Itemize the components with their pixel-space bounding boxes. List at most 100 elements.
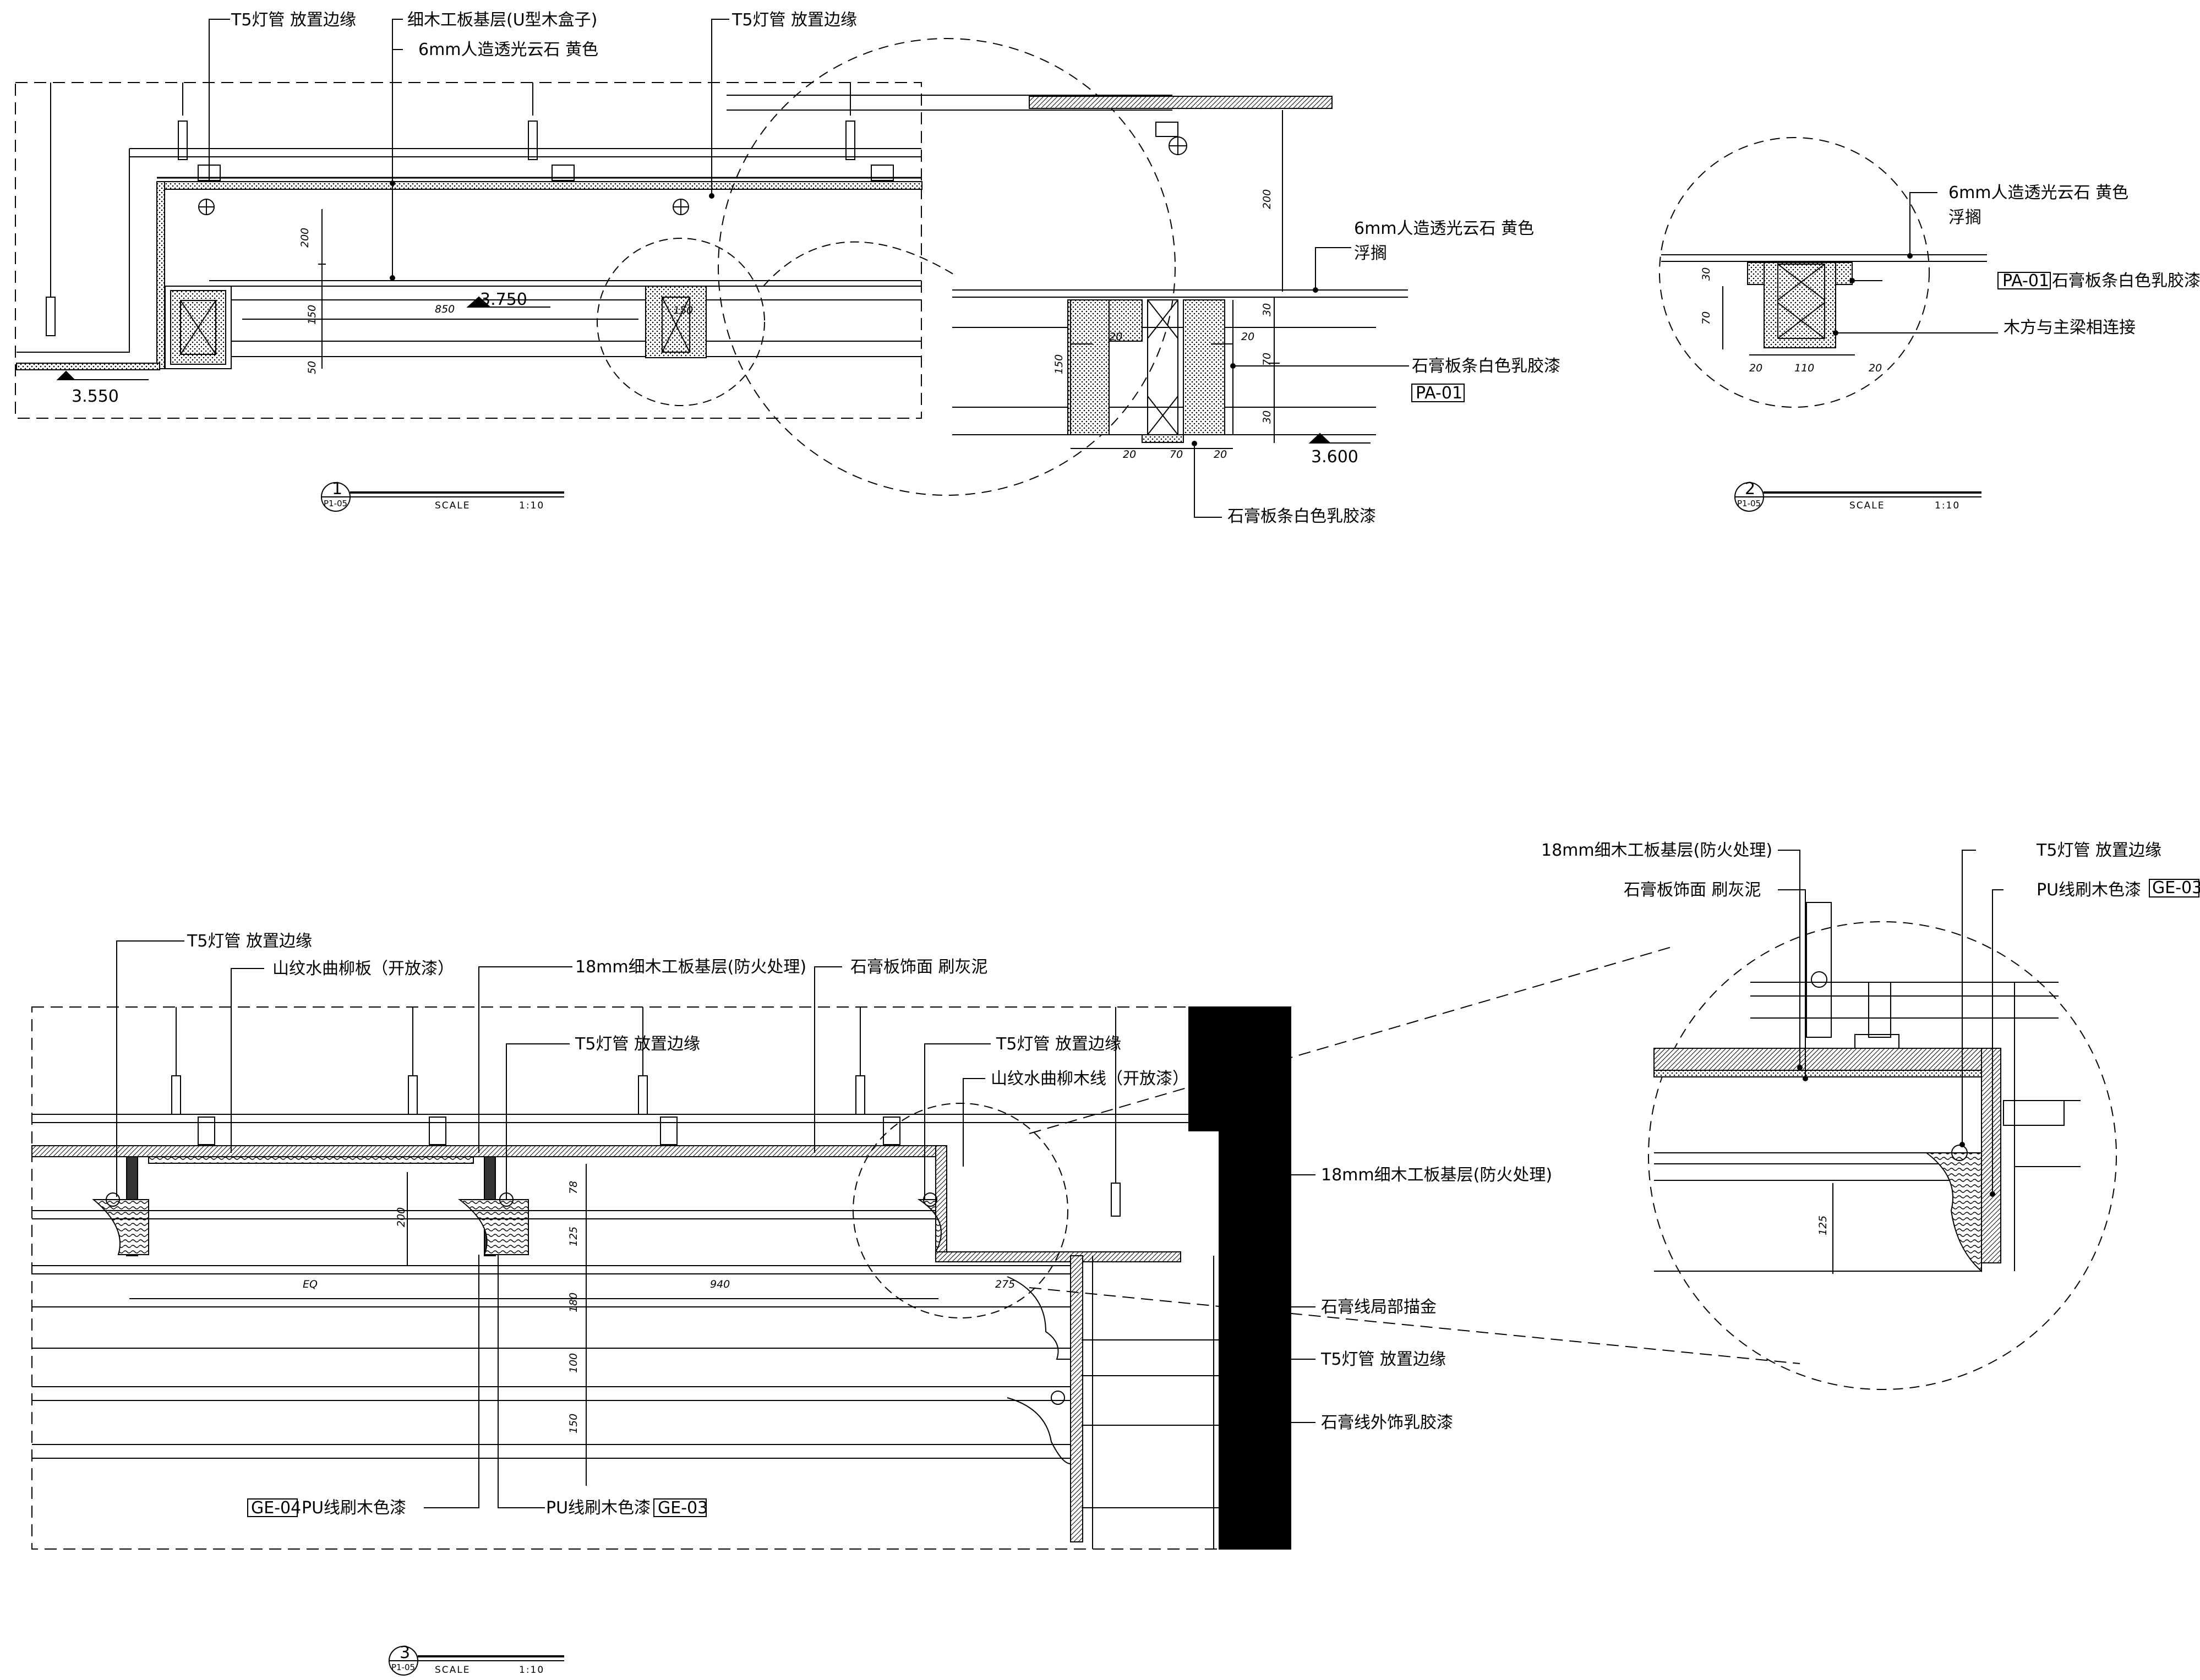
zoom1-dim-150: 150 — [1053, 354, 1065, 374]
dim-center-150: 150 — [673, 304, 693, 316]
zoom1-dim-20c: 20 — [1241, 331, 1254, 343]
zoom1-dim-70b: 70 — [1170, 448, 1183, 461]
zoom3-label-t5: T5灯管 放置边缘 — [2036, 841, 2161, 860]
detail-3-zoom — [1648, 850, 2199, 1390]
d3-dim-940: 940 — [710, 1278, 730, 1290]
d2-label-stone-sub: 浮搁 — [1948, 208, 1981, 227]
stone-panel-top — [156, 181, 922, 190]
elevation-mid: 3.750 — [480, 290, 527, 309]
label-stone: 6mm人造透光云石 黄色 — [418, 40, 598, 59]
detail-1-number: 1 — [332, 479, 342, 499]
d3-dim-78: 78 — [567, 1181, 580, 1194]
zoom1-label-stone: 6mm人造透光云石 黄色 — [1354, 219, 1534, 238]
zoom-circle-3 — [1648, 921, 2117, 1390]
zoom1-dim-20b: 20 — [1123, 448, 1136, 461]
d3-hanger-rods — [171, 1007, 1121, 1217]
zoom-circle-2 — [1659, 137, 1930, 408]
dim-200: 200 — [299, 228, 311, 248]
d2-gypsum-code: PA-01 — [2002, 271, 2049, 291]
detail-2-title — [1734, 482, 1981, 512]
detail-1-labels: T5灯管 放置边缘 细木工板基层(U型木盒子) 6mm人造透光云石 黄色 T5灯… — [72, 10, 857, 406]
d3-label-pu-right: PU线刷木色漆 — [546, 1498, 651, 1518]
zoom1-label-gypsum-bottom: 石膏板条白色乳胶漆 — [1227, 507, 1376, 526]
zoom3-dim-125: 125 — [1817, 1216, 1829, 1235]
detail-2-labels: 6mm人造透光云石 黄色 浮搁 PA-01 石膏板条白色乳胶漆 木方与主梁相连接… — [1700, 183, 2200, 374]
detail-1-scale-label: SCALE — [435, 500, 471, 511]
zoom3-label-board18: 18mm细木工板基层(防火处理) — [1541, 841, 1772, 860]
d2-dim-20a: 20 — [1749, 362, 1762, 374]
u-wood-box — [165, 286, 232, 369]
detail-2-number: 2 — [1745, 479, 1755, 499]
detail-3 — [31, 940, 1800, 1550]
zoom3-board — [1653, 1048, 1990, 1071]
hanger-rods — [46, 83, 894, 336]
detail-1-frame — [15, 82, 922, 419]
zoom1-dim-200: 200 — [1261, 189, 1273, 209]
detail-3-title — [389, 1646, 564, 1676]
zoom1-gypsum-code: PA-01 — [1416, 384, 1462, 403]
d3-label-t5-b: T5灯管 放置边缘 — [575, 1035, 700, 1054]
d3-dim-150: 150 — [567, 1414, 580, 1433]
d3-label-board18: 18mm细木工板基层(防火处理) — [575, 957, 806, 977]
detail-3-scale-label: SCALE — [435, 1665, 471, 1676]
zoom1-dim-70: 70 — [1261, 353, 1273, 366]
detail-1-scale-value: 1:10 — [519, 500, 544, 511]
zoom-circle-1 — [718, 38, 1176, 496]
detail-1-zoom-labels: 6mm人造透光云石 黄色 浮搁 石膏板条白色乳胶漆 PA-01 石膏板条白色乳胶… — [1053, 189, 1560, 526]
d3-dim-125: 125 — [567, 1227, 580, 1246]
zoom1-dim-20d: 20 — [1214, 448, 1227, 461]
d3-label-t5-c: T5灯管 放置边缘 — [996, 1035, 1121, 1054]
dim-850: 850 — [435, 303, 455, 315]
label-board: 细木工板基层(U型木盒子) — [407, 10, 597, 30]
elevation-left: 3.550 — [72, 387, 119, 406]
d3-label-board18-b: 18mm细木工板基层(防火处理) — [1321, 1165, 1552, 1185]
d2-label-stone: 6mm人造透光云石 黄色 — [1948, 183, 2128, 203]
d3-pu-left-code: GE-04 — [251, 1498, 301, 1518]
wall-section — [1188, 1006, 1291, 1550]
detail-2-scale-label: SCALE — [1849, 500, 1885, 511]
detail-3-zoom-labels: 18mm细木工板基层(防火处理) 石膏板饰面 刷灰泥 T5灯管 放置边缘 PU线… — [1541, 841, 2200, 1235]
detail-3-number: 3 — [400, 1643, 410, 1662]
detail-1 — [15, 19, 956, 419]
detail-3-sheet: P1-05 — [391, 1662, 415, 1672]
d3-dim-275: 275 — [995, 1278, 1015, 1290]
detail-3-scale-value: 1:10 — [519, 1665, 544, 1676]
label-t5-right: T5灯管 放置边缘 — [731, 10, 857, 30]
label-t5-left: T5灯管 放置边缘 — [231, 10, 356, 30]
zoom1-elevation: 3.600 — [1311, 447, 1358, 467]
board-18mm — [31, 1145, 941, 1157]
zoom3-label-gypsum-face: 石膏板饰面 刷灰泥 — [1624, 880, 1761, 900]
zoom1-dim-30a: 30 — [1261, 303, 1273, 316]
d3-pu-right-code: GE-03 — [658, 1498, 708, 1518]
zoom1-dim-30b: 30 — [1261, 411, 1273, 424]
d3-dim-eq: EQ — [303, 1278, 318, 1290]
zoom3-label-pu: PU线刷木色漆 — [2037, 880, 2141, 900]
d2-dim-30: 30 — [1700, 267, 1712, 281]
d2-label-wood: 木方与主梁相连接 — [2004, 318, 2136, 337]
callout-circle-3 — [853, 1103, 1068, 1318]
detail-2 — [1659, 137, 2051, 408]
t5-lamp-icons — [198, 199, 689, 215]
d3-label-pu-left: PU线刷木色漆 — [302, 1498, 406, 1518]
detail-1-title — [321, 482, 564, 512]
d2-dim-70: 70 — [1700, 311, 1712, 325]
zoom3-pu-code: GE-03 — [2152, 878, 2200, 898]
zoom1-label-gypsum: 石膏板条白色乳胶漆 — [1412, 357, 1560, 376]
detail-1-zoom — [718, 38, 1465, 518]
d2-dim-20b: 20 — [1869, 362, 1882, 374]
detail-1-sheet: P1-05 — [324, 499, 347, 508]
d2-dim-110: 110 — [1794, 362, 1814, 374]
d3-label-gypsum-latex: 石膏线外饰乳胶漆 — [1321, 1413, 1453, 1432]
zoom1-label-stone-sub: 浮搁 — [1354, 244, 1387, 263]
detail-2-sheet: P1-05 — [1737, 499, 1761, 508]
d3-label-veneer-line: 山纹水曲柳木线（开放漆） — [991, 1069, 1189, 1088]
d3-label-t5-a: T5灯管 放置边缘 — [187, 932, 312, 951]
zoom1-dim-20: 20 — [1109, 331, 1122, 343]
dim-50: 50 — [306, 361, 318, 374]
d3-dim-180: 180 — [567, 1293, 580, 1312]
d3-label-veneer: 山纹水曲柳板（开放漆） — [272, 959, 454, 978]
detail-3-labels: T5灯管 放置边缘 山纹水曲柳板（开放漆） 18mm细木工板基层(防火处理) 石… — [187, 932, 1552, 1518]
d3-label-gypsum-gold: 石膏线局部描金 — [1321, 1298, 1437, 1317]
d3-dim-100: 100 — [567, 1353, 580, 1373]
